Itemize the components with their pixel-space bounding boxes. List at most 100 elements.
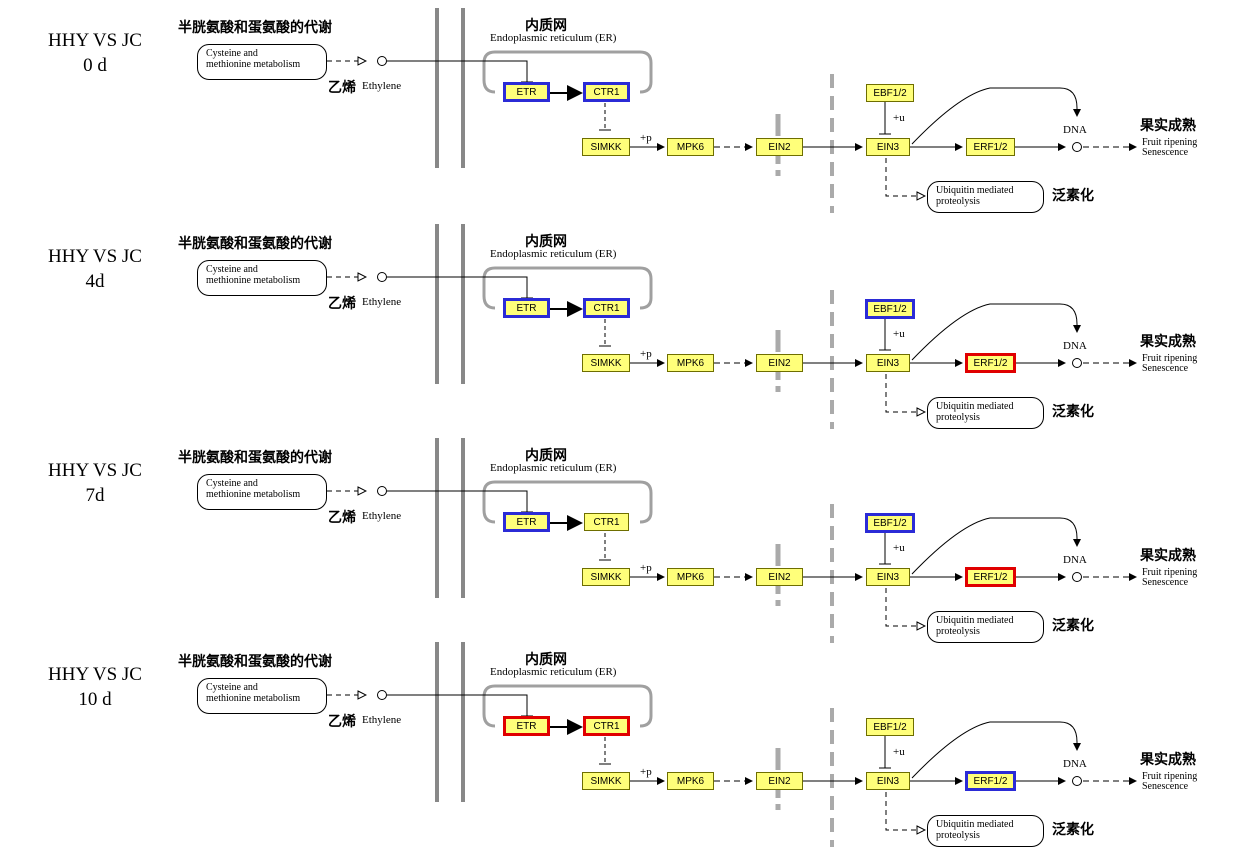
- ubiquitin-line-1: Ubiquitin mediated: [936, 185, 1014, 196]
- comparison-line-1: HHY VS JC: [48, 246, 142, 267]
- gene-label-simkk: SIMKK: [590, 571, 622, 583]
- gene-mpk6: MPK6: [667, 772, 714, 790]
- comparison-line-2: 0 d: [83, 55, 107, 76]
- dna-label: DNA: [1063, 554, 1087, 566]
- gene-label-ebf12: EBF1/2: [873, 87, 907, 99]
- comparison-label: HHY VS JC 4d: [35, 244, 155, 294]
- comparison-line-2: 7d: [85, 485, 105, 506]
- er-loop: [482, 684, 653, 728]
- gene-label-erf12: ERF1/2: [973, 775, 1008, 787]
- gene-label-ein2: EIN2: [768, 357, 791, 369]
- plus-p-label: +p: [640, 766, 652, 778]
- ethylene-label-zh: 乙烯: [328, 296, 356, 312]
- ethylene-label-en: Ethylene: [362, 80, 402, 92]
- plus-u-label: +u: [893, 328, 905, 340]
- ethylene-compound: [377, 56, 387, 66]
- ethylene-label-en: Ethylene: [362, 296, 402, 308]
- gene-etr: ETR: [504, 513, 549, 531]
- gene-ein3: EIN3: [866, 772, 910, 790]
- gene-label-ein3: EIN3: [876, 357, 900, 369]
- ubiquitin-line-2: proteolysis: [936, 196, 980, 207]
- gene-label-mpk6: MPK6: [676, 571, 705, 583]
- plus-u-label: +u: [893, 112, 905, 124]
- ubiquitin-line-1: Ubiquitin mediated: [936, 615, 1014, 626]
- ethylene-label-en: Ethylene: [362, 510, 402, 522]
- comparison-line-2: 10 d: [78, 689, 112, 710]
- gene-label-etr: ETR: [516, 720, 537, 732]
- comparison-label: HHY VS JC 10 d: [35, 662, 155, 712]
- ethylene-etr-line: [387, 490, 528, 512]
- cys-met-line-2: methionine metabolism: [206, 59, 301, 70]
- gene-simkk: SIMKK: [582, 138, 630, 156]
- gene-label-etr: ETR: [516, 302, 537, 314]
- cys-met-title-zh: 半胱氨酸和蛋氨酸的代谢: [178, 654, 332, 670]
- gene-simkk: SIMKK: [582, 354, 630, 372]
- er-title-zh: 内质网: [525, 652, 567, 668]
- gene-ebf12: EBF1/2: [866, 514, 914, 532]
- cys-met-line-1: Cysteine and: [206, 478, 258, 489]
- dna-node: [1072, 358, 1082, 368]
- gene-ein3: EIN3: [866, 568, 910, 586]
- fruit-ripening-zh: 果实成熟: [1140, 334, 1196, 350]
- fruit-line-2: Senescence: [1142, 363, 1189, 374]
- fruit-line-2: Senescence: [1142, 781, 1189, 792]
- plus-u-label: +u: [893, 542, 905, 554]
- ubiquitination-zh: 泛素化: [1052, 404, 1094, 420]
- ethylene-label-zh: 乙烯: [328, 80, 356, 96]
- gene-ctr1: CTR1: [584, 513, 629, 531]
- gene-label-erf12: ERF1/2: [973, 141, 1008, 153]
- ethylene-compound: [377, 690, 387, 700]
- gene-ebf12: EBF1/2: [866, 84, 914, 102]
- gene-label-ebf12: EBF1/2: [873, 303, 907, 315]
- ethylene-compound: [377, 272, 387, 282]
- gene-ein3: EIN3: [866, 354, 910, 372]
- fruit-line-1: Fruit ripening: [1142, 771, 1198, 782]
- gene-erf12: ERF1/2: [966, 354, 1015, 372]
- cys-met-line-2: methionine metabolism: [206, 275, 301, 286]
- pathway-connectors: [327, 224, 1137, 429]
- gene-label-mpk6: MPK6: [676, 141, 705, 153]
- ubiquitin-line-1: Ubiquitin mediated: [936, 819, 1014, 830]
- ethylene-etr-line: [387, 276, 528, 298]
- er-title-en: Endoplasmic reticulum (ER): [490, 666, 617, 678]
- gene-label-ebf12: EBF1/2: [873, 721, 907, 733]
- plus-p-label: +p: [640, 562, 652, 574]
- gene-ctr1: CTR1: [584, 83, 629, 101]
- gene-label-erf12: ERF1/2: [973, 357, 1008, 369]
- gene-label-ein3: EIN3: [876, 571, 900, 583]
- plus-p-label: +p: [640, 348, 652, 360]
- gene-simkk: SIMKK: [582, 772, 630, 790]
- er-title-zh: 内质网: [525, 18, 567, 34]
- gene-ebf12: EBF1/2: [866, 300, 914, 318]
- comparison-line-1: HHY VS JC: [48, 30, 142, 51]
- dna-label: DNA: [1063, 758, 1087, 770]
- gene-ein2: EIN2: [756, 138, 803, 156]
- ein3-dna-curve: [911, 303, 1081, 361]
- comparison-line-2: 4d: [85, 271, 105, 292]
- gene-erf12: ERF1/2: [966, 138, 1015, 156]
- ein3-ubiquitin-arrow: [885, 374, 925, 412]
- gene-label-simkk: SIMKK: [590, 141, 622, 153]
- gene-ein2: EIN2: [756, 772, 803, 790]
- cys-met-title-zh: 半胱氨酸和蛋氨酸的代谢: [178, 450, 332, 466]
- ubiquitin-line-2: proteolysis: [936, 830, 980, 841]
- ubiquitin-line-2: proteolysis: [936, 412, 980, 423]
- ethylene-label-en: Ethylene: [362, 714, 402, 726]
- ein3-dna-curve: [911, 87, 1081, 145]
- gene-ein2: EIN2: [756, 354, 803, 372]
- comparison-label: HHY VS JC 0 d: [35, 28, 155, 78]
- comparison-line-1: HHY VS JC: [48, 664, 142, 685]
- gene-mpk6: MPK6: [667, 568, 714, 586]
- ubiquitin-line-1: Ubiquitin mediated: [936, 401, 1014, 412]
- gene-simkk: SIMKK: [582, 568, 630, 586]
- gene-erf12: ERF1/2: [966, 772, 1015, 790]
- plus-p-label: +p: [640, 132, 652, 144]
- fruit-line-1: Fruit ripening: [1142, 567, 1198, 578]
